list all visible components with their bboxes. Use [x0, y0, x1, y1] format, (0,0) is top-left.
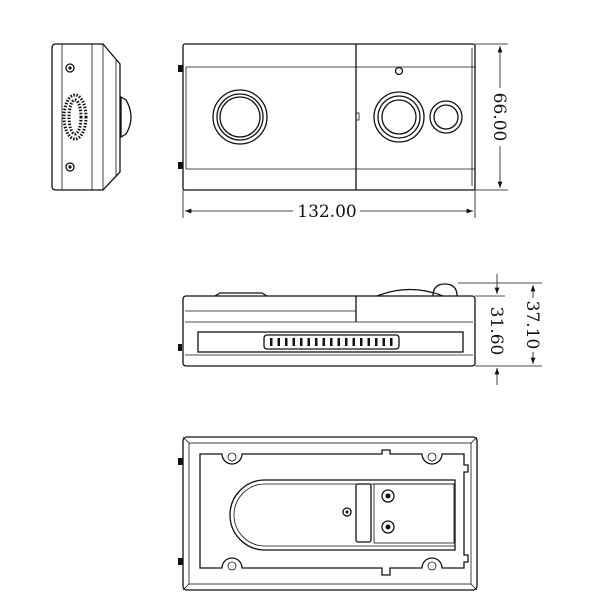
vent-slat [277, 338, 280, 346]
vent-slat [315, 338, 318, 346]
vent-slat [390, 338, 393, 346]
lens-bulge [120, 95, 132, 139]
mount-plate [229, 479, 456, 551]
screw-icon [342, 507, 352, 517]
sensor-dome [432, 283, 458, 297]
front-view: 66.00 132.00 [178, 43, 509, 222]
indicator-icon [394, 66, 404, 76]
total-depth-dimension: 37.10 [522, 301, 542, 350]
vent-slat [307, 338, 310, 346]
vent-slat [337, 338, 340, 346]
height-dimension: 66.00 [489, 93, 509, 142]
vent-slat [330, 338, 333, 346]
vent-slat [367, 338, 370, 346]
lens-icon [212, 89, 268, 145]
width-dimension: 132.00 [297, 202, 356, 222]
vent-slat [360, 338, 363, 346]
camera-lens-icon [373, 91, 425, 143]
side-view [51, 43, 132, 191]
lens-dome [376, 288, 444, 297]
vent-slat [375, 338, 378, 346]
screw-icon [65, 162, 75, 172]
vent-grille [263, 334, 400, 350]
terminal-icon [381, 489, 395, 503]
top-view: 31.60 37.10 [178, 274, 542, 385]
sensor-icon [429, 100, 463, 134]
vent-slat [322, 338, 325, 346]
vent-slat [345, 338, 348, 346]
vent-slat [270, 338, 273, 346]
back-view [178, 436, 478, 591]
vent-slat [382, 338, 385, 346]
vent-slat [285, 338, 288, 346]
terminal-icon [381, 520, 395, 534]
vent-slat [292, 338, 295, 346]
body-depth-dimension: 31.60 [486, 307, 506, 356]
speaker-grille-icon [62, 93, 88, 141]
screw-icon [65, 63, 75, 73]
vent-slat [300, 338, 303, 346]
vent-slat [352, 338, 355, 346]
